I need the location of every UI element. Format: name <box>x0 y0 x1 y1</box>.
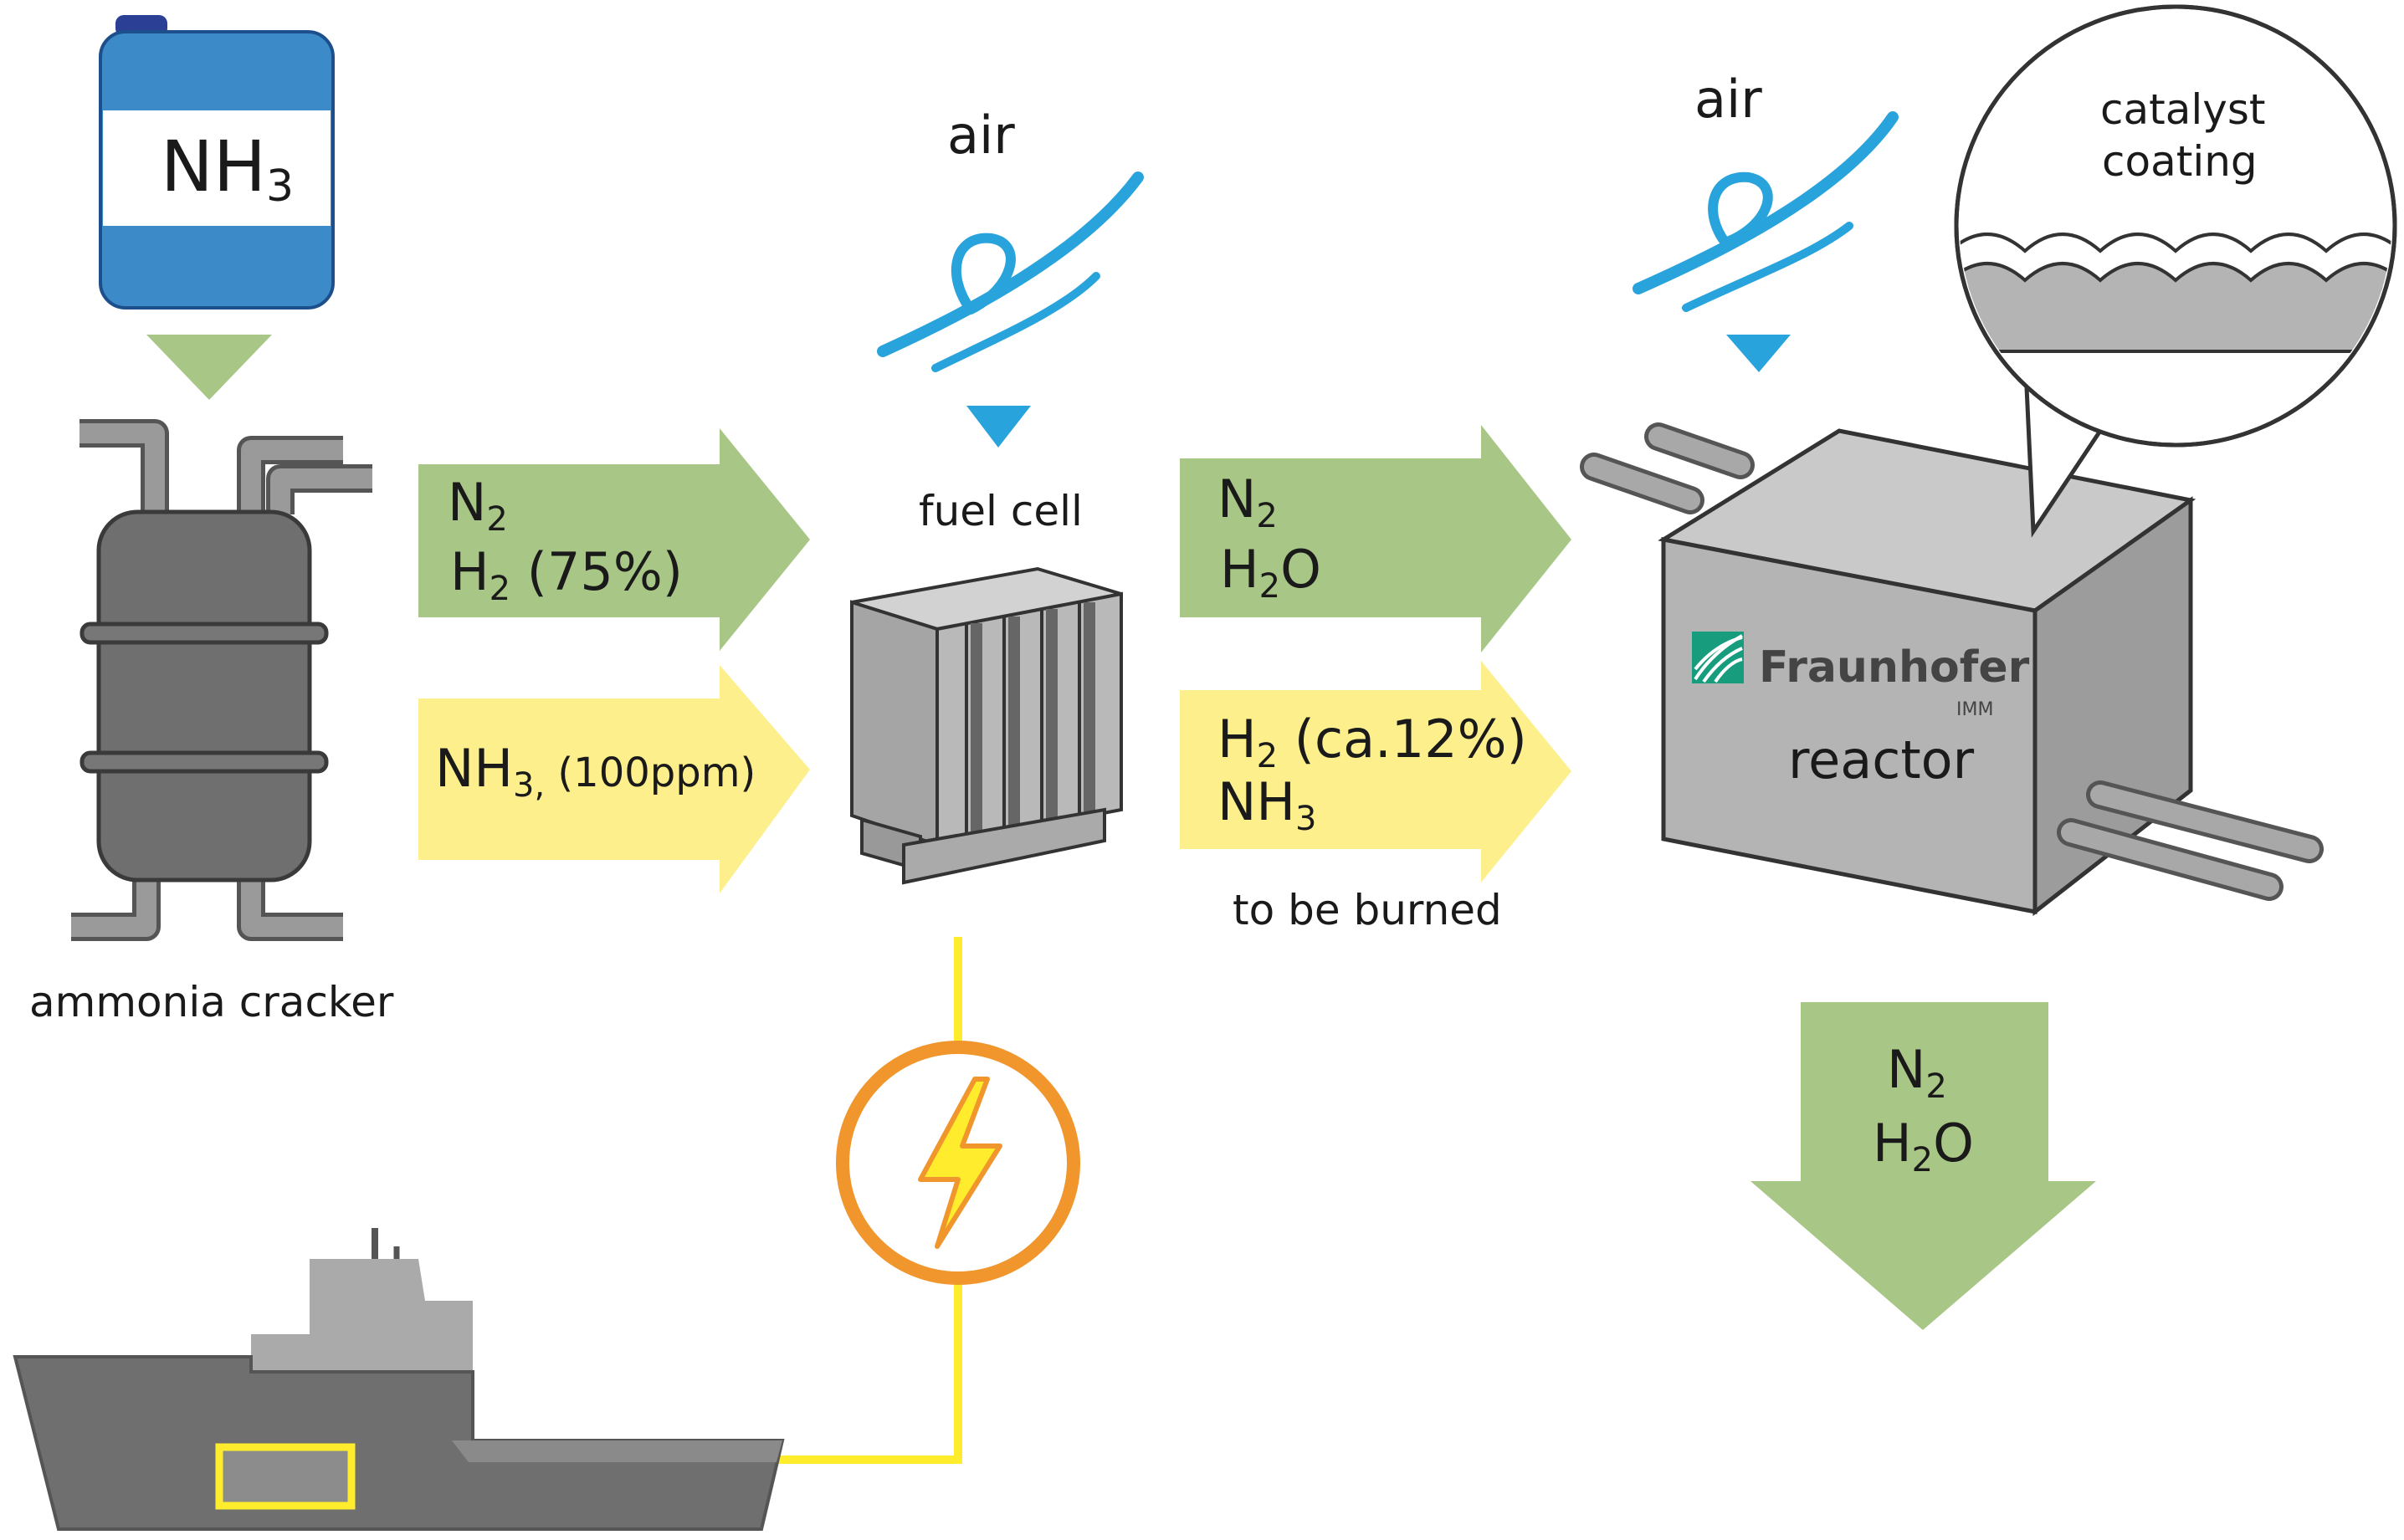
arrow-reactor-out: N2 H2O <box>1750 1002 2096 1330</box>
tank-label: NH3 <box>161 125 294 212</box>
catalyst-magnifier-icon: catalyst coating <box>1954 4 2397 538</box>
ammonia-tank-icon: NH3 <box>99 15 335 310</box>
air-flow-icon-reactor <box>1633 111 1899 312</box>
tank-to-cracker-arrow <box>146 335 272 400</box>
ship-icon <box>13 1228 785 1531</box>
arrow-cracker-yellow: NH3, (100ppm) <box>418 665 810 893</box>
fuel-cell-air-label: air <box>947 105 1015 166</box>
brand-sub: IMM <box>1956 699 1993 720</box>
air-to-fuel-cell-arrow <box>966 406 1031 448</box>
cracker-label: ammonia cracker <box>29 978 394 1026</box>
arrow-cracker-green: N2 H2 (75%) <box>418 428 810 651</box>
ammonia-cracker-icon <box>71 419 372 941</box>
arrow-cracker-green-line1: N2 <box>448 472 508 539</box>
air-flow-icon <box>877 171 1144 372</box>
arrow-fc-yellow-line2: NH3 <box>1217 771 1316 838</box>
arrow-fc-green-line2: H2O <box>1220 539 1321 606</box>
reactor-label: reactor <box>1788 729 1975 790</box>
lightning-bolt-icon <box>836 1041 1080 1285</box>
arrow-fc-yellow: H2 (ca.12%) NH3 <box>1180 661 1571 883</box>
arrow-fc-green: N2 H2O <box>1180 425 1571 652</box>
arrow-fc-green-line1: N2 <box>1217 468 1278 535</box>
fuel-cell-stack-icon <box>850 566 1123 885</box>
magnifier-line1: catalyst <box>2100 85 2266 134</box>
arrow-fc-yellow-line1: H2 (ca.12%) <box>1217 709 1527 775</box>
reactor-air-label: air <box>1694 69 1762 130</box>
brand-name: Fraunhofer <box>1759 642 2030 693</box>
arrow-cracker-green-line2: H2 (75%) <box>450 541 683 608</box>
air-to-reactor-arrow <box>1726 335 1791 372</box>
arrow-reactor-out-line2: H2O <box>1873 1113 1974 1179</box>
fraunhofer-logo: Fraunhofer IMM <box>1692 632 2030 720</box>
burn-note: to be burned <box>1233 886 1502 934</box>
arrow-cracker-yellow-label: NH3, (100ppm) <box>435 738 756 805</box>
magnifier-line2: coating <box>2102 137 2258 186</box>
arrow-reactor-out-line1: N2 <box>1887 1039 1947 1106</box>
fuel-cell-label: fuel cell <box>919 487 1083 535</box>
